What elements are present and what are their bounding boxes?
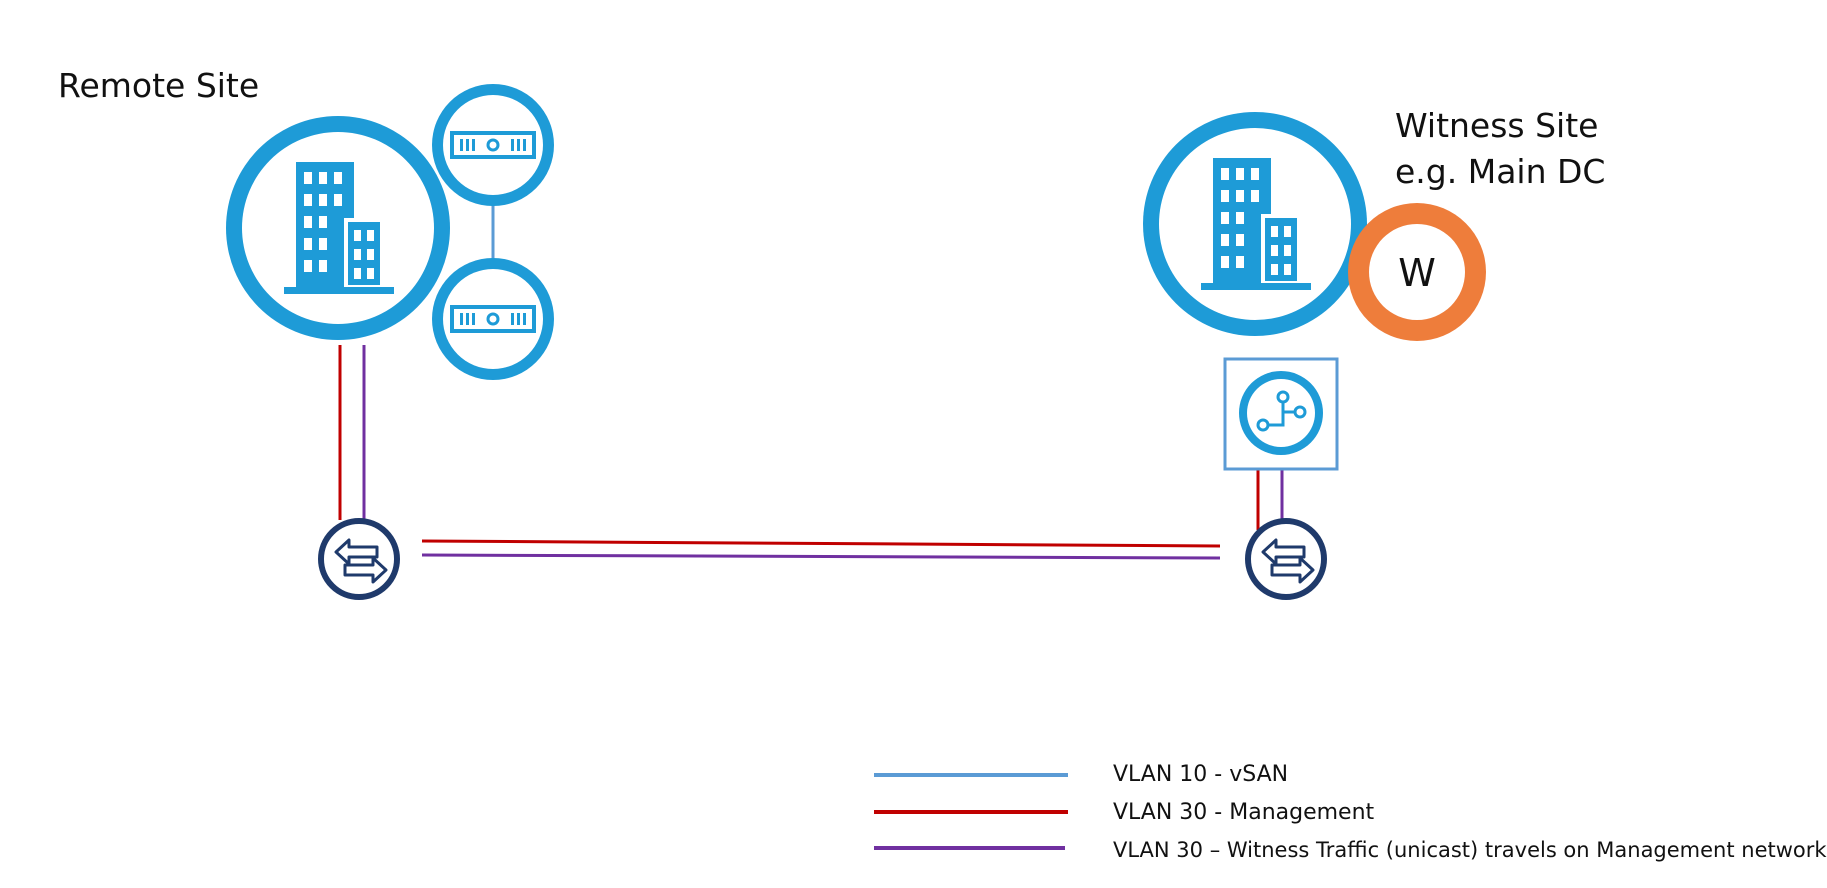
witness-building-icon — [1143, 112, 1367, 336]
server-icon — [432, 258, 554, 380]
legend-label-vlan30-management: VLAN 30 - Management — [1113, 800, 1375, 825]
witness-node-icon: W — [1348, 203, 1486, 341]
wan-witness-link — [421, 553, 1221, 560]
remote-site-label: Remote Site — [58, 66, 260, 105]
legend-swatches — [874, 773, 1068, 850]
witness-switch-icon — [1248, 521, 1324, 597]
server-icon — [432, 84, 554, 206]
witness-site-sublabel: e.g. Main DC — [1395, 152, 1606, 191]
witness-node-letter: W — [1398, 251, 1436, 295]
legend-label-vlan30-witness: VLAN 30 – Witness Traffic (unicast) trav… — [1113, 838, 1827, 862]
remote-switch-icon — [321, 521, 397, 597]
witness-site-label: Witness Site — [1395, 106, 1599, 145]
legend-label-vlan10: VLAN 10 - vSAN — [1113, 762, 1289, 787]
remote-building-icon — [226, 116, 450, 340]
wan-mgmt-link — [421, 539, 1221, 548]
router-icon — [1223, 357, 1339, 471]
